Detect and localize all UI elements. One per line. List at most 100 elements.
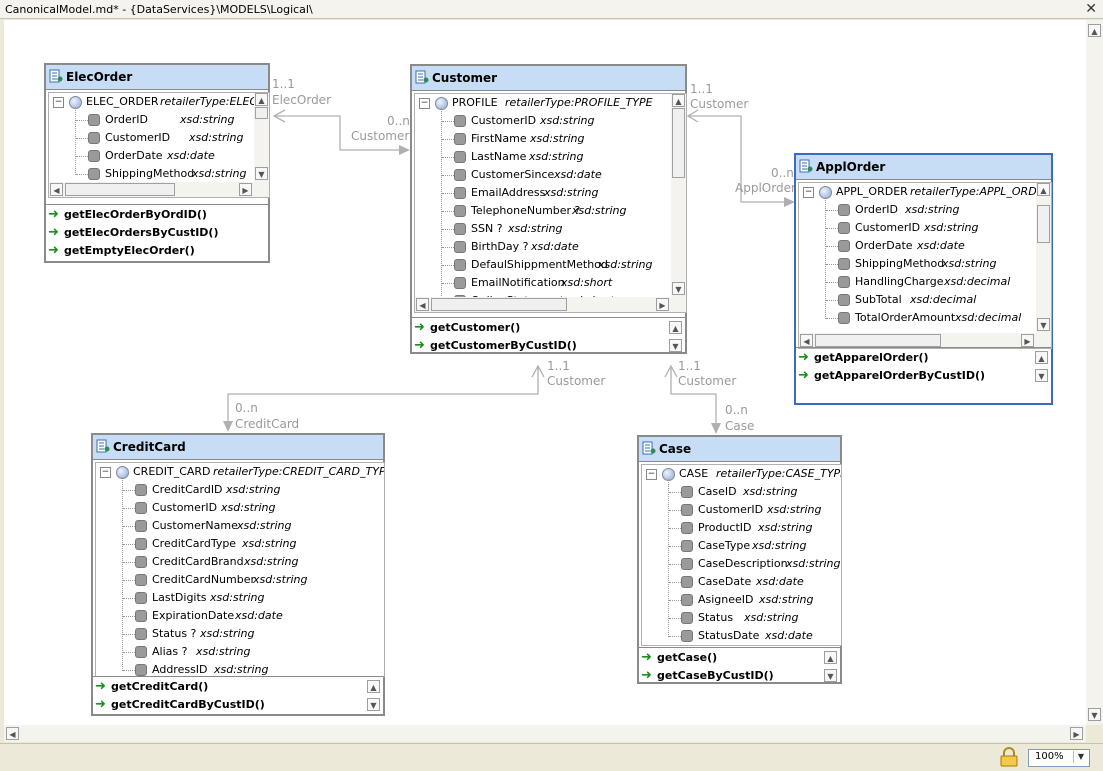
operation-item[interactable]: ➜getCreditCard() [95, 679, 208, 697]
scroll-up-icon[interactable]: ▲ [1035, 351, 1048, 364]
operation-item[interactable]: ➜getCaseByCustID() [641, 668, 774, 686]
operation-item[interactable]: ➜getApparelOrderByCustID() [798, 368, 985, 386]
attribute-row[interactable]: Alias ?xsd:string [96, 643, 384, 661]
operation-item[interactable]: ➜getElecOrderByOrdID() [48, 207, 207, 225]
collapse-icon[interactable]: − [419, 98, 430, 109]
scroll-thumb[interactable] [672, 108, 685, 178]
tree-vertical-scrollbar[interactable]: ▲▼ [671, 94, 686, 297]
scroll-right-icon[interactable]: ▶ [239, 183, 252, 196]
scroll-up-icon[interactable]: ▲ [669, 321, 682, 334]
scroll-down-icon[interactable]: ▼ [1035, 369, 1048, 382]
tree-horizontal-scrollbar[interactable]: ◀▶ [799, 333, 1051, 348]
tree-horizontal-scrollbar[interactable]: ◀▶ [415, 297, 686, 312]
operation-item[interactable]: ➜getApparelOrder() [798, 350, 929, 368]
scroll-up-icon[interactable]: ▲ [672, 94, 685, 107]
attribute-row[interactable]: SSN ?xsd:string [415, 220, 671, 238]
scroll-up-icon[interactable]: ▲ [824, 651, 837, 664]
scroll-right-icon[interactable]: ▶ [1021, 334, 1034, 347]
scroll-left-icon[interactable]: ◀ [50, 183, 63, 196]
chevron-down-icon[interactable]: ▼ [1073, 751, 1088, 763]
scroll-left-icon[interactable]: ◀ [416, 298, 429, 311]
scroll-thumb[interactable] [431, 298, 567, 311]
scroll-down-icon[interactable]: ▼ [1037, 318, 1050, 331]
scroll-right-icon[interactable]: ▶ [656, 298, 669, 311]
lock-icon[interactable] [998, 747, 1020, 767]
scroll-down-icon[interactable]: ▼ [1088, 708, 1101, 721]
scroll-right-icon[interactable]: ▶ [1070, 727, 1083, 740]
scroll-down-icon[interactable]: ▼ [367, 698, 380, 711]
scroll-thumb[interactable] [255, 107, 268, 119]
scroll-down-icon[interactable]: ▼ [255, 167, 268, 180]
collapse-icon[interactable]: − [646, 469, 657, 480]
collapse-icon[interactable]: − [100, 467, 111, 478]
tree-horizontal-scrollbar[interactable]: ◀▶ [49, 182, 269, 197]
operation-item[interactable]: ➜getCase() [641, 650, 717, 668]
scroll-up-icon[interactable]: ▲ [1037, 183, 1050, 196]
scroll-thumb[interactable] [65, 183, 175, 196]
attribute-row[interactable]: BirthDay ?xsd:date [415, 238, 671, 256]
diagram-canvas[interactable]: 1..1 ElecOrder 0..n Customer 1..1 Custom… [4, 20, 1086, 725]
operation-item[interactable]: ➜getCreditCardByCustID() [95, 697, 265, 715]
scroll-thumb[interactable] [1037, 205, 1050, 243]
operation-item[interactable]: ➜getCustomerByCustID() [414, 338, 577, 356]
scroll-left-icon[interactable]: ◀ [6, 727, 19, 740]
tree-vertical-scrollbar[interactable]: ▲▼ [1036, 183, 1051, 333]
scroll-down-icon[interactable]: ▼ [669, 339, 682, 352]
close-icon[interactable]: ✕ [1085, 1, 1097, 17]
scroll-thumb[interactable] [815, 334, 941, 347]
scroll-left-icon[interactable]: ◀ [800, 334, 813, 347]
operation-item[interactable]: ➜getCustomer() [414, 320, 520, 338]
canvas-horizontal-scrollbar[interactable]: ◀ ▶ [4, 725, 1086, 742]
collapse-icon[interactable]: − [803, 187, 814, 198]
tree-vertical-scrollbar[interactable]: ▲▼ [254, 93, 269, 182]
attribute-row[interactable]: Status ?xsd:string [96, 625, 384, 643]
scroll-down-icon[interactable]: ▼ [672, 282, 685, 295]
collapse-icon[interactable]: − [53, 97, 64, 108]
